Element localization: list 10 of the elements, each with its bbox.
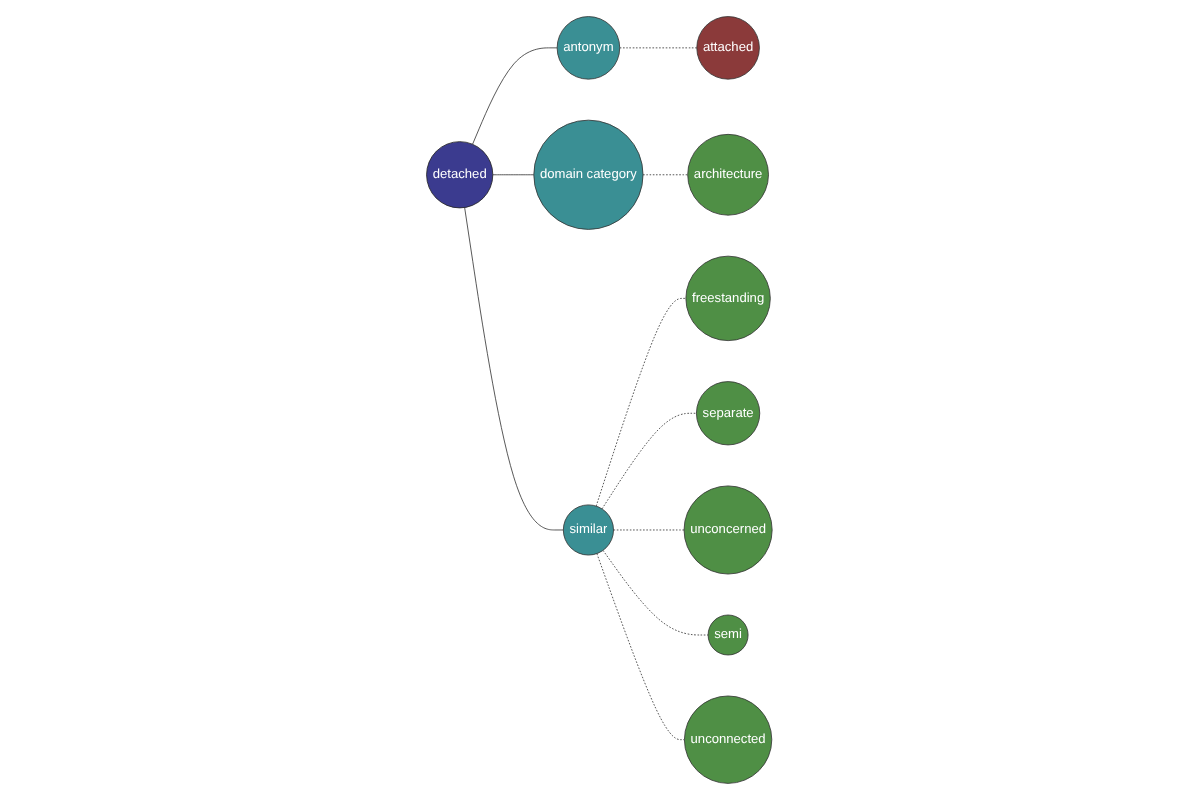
connector	[596, 298, 687, 507]
connector	[613, 529, 686, 531]
connector	[597, 553, 686, 741]
connector	[472, 47, 559, 145]
connector	[643, 174, 689, 176]
connector	[619, 47, 698, 49]
connector	[464, 207, 565, 531]
connector	[602, 412, 698, 510]
connector	[603, 550, 710, 636]
connector	[493, 174, 535, 176]
